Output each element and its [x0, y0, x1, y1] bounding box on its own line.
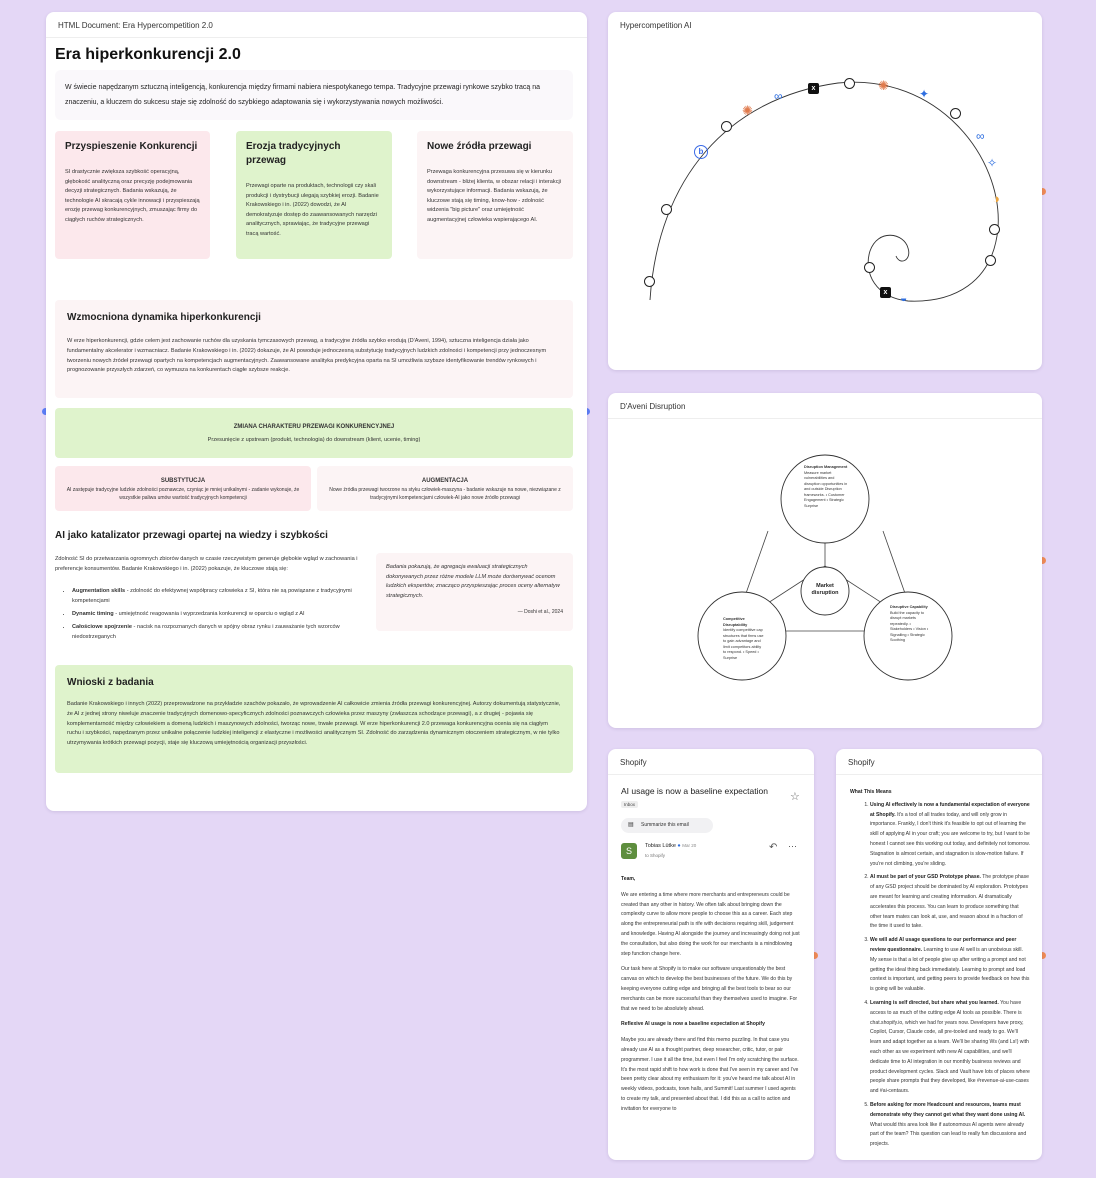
list-item: We will add AI usage questions to our pe… — [870, 936, 1030, 995]
connector-handle-left[interactable] — [42, 408, 49, 415]
augmentation-title: AUGMENTACJA — [421, 478, 469, 484]
dynamics-body: W erze hiperkonkurencji, gdzie celem jes… — [67, 338, 547, 374]
list-item: Augmentation skills - zdolność do efekty… — [72, 586, 362, 606]
dynamics-title: Wzmocniona dynamika hiperkonkurencji — [67, 312, 261, 323]
catalyst-title: AI jako katalizator przewagi opartej na … — [55, 530, 328, 541]
dynamics-section: Wzmocniona dynamika hiperkonkurencji W e… — [55, 300, 573, 398]
star-icon[interactable]: ☆ — [790, 791, 800, 803]
list-item: Before asking for more Headcount and res… — [870, 1101, 1030, 1150]
list-item: Całościowe spojrzenie - nacisk na rozpoz… — [72, 622, 362, 642]
openai-icon — [644, 276, 655, 287]
card-title: Shopify — [836, 749, 1042, 775]
card-acceleration: Przyspieszenie Konkurencji SI drastyczni… — [55, 131, 210, 259]
card-erosion-body: Przewagi oparte na produktach, technolog… — [246, 183, 379, 237]
openai-icon — [985, 255, 996, 266]
claude-icon: ✺ — [878, 78, 889, 93]
shopify-avatar: S — [621, 843, 637, 859]
memo-body: What This Means Using AI effectively is … — [850, 788, 1030, 1154]
meta-icon: ∞ — [774, 89, 783, 103]
conclusions-section: Wnioski z badania Badanie Krakowskiego i… — [55, 665, 573, 773]
sparkle-icon: ▤ — [628, 822, 634, 828]
reply-icon[interactable]: ↶ — [769, 842, 778, 853]
card-acceleration-title: Przyspieszenie Konkurencji — [65, 141, 198, 152]
page-title: Era hiperkonkurencji 2.0 — [55, 46, 241, 63]
conclusions-title: Wnioski z badania — [67, 677, 154, 688]
sender-name: Tobias Lütke ● Mar 20 — [645, 843, 697, 849]
quote-text: Badania pokazują, że agregacja ewaluacji… — [386, 564, 560, 599]
gemini-icon: ✦ — [919, 87, 930, 101]
connector-handle-shop2[interactable] — [1039, 952, 1046, 959]
shopify-email-card[interactable]: Shopify AI usage is now a baseline expec… — [608, 749, 814, 1160]
x-ai-icon: x — [880, 287, 891, 298]
inbox-tag[interactable]: Inbox — [621, 801, 639, 808]
list-item: Using AI effectively is now a fundamenta… — [870, 801, 1030, 870]
gemini-icon: ✧ — [987, 156, 998, 170]
substitution-box: SUBSTYTUCJA AI zastępuje tradycyjne ludz… — [55, 466, 311, 511]
openai-icon — [661, 204, 672, 215]
card-erosion: Erozja tradycyjnych przewag Przewagi opa… — [236, 131, 392, 259]
intro-text: W świecie napędzanym sztuczną inteligenc… — [55, 70, 573, 120]
market-disruption-label: Market disruption — [811, 583, 839, 596]
claude-icon: ✺ — [742, 103, 753, 118]
more-icon[interactable]: ⋯ — [788, 841, 797, 851]
list-item: Dynamic timing - umiejętność reagowania … — [72, 609, 362, 619]
card-title: Shopify — [608, 749, 814, 775]
bing-icon: b — [694, 145, 708, 159]
openai-icon — [989, 224, 1000, 235]
change-banner: ZMIANA CHARAKTERU PRZEWAGI KONKURENCYJNE… — [55, 408, 573, 458]
spiral-diagram — [649, 81, 999, 302]
connector-handle-shop1[interactable] — [811, 952, 818, 959]
deepseek-icon: ◒ — [900, 291, 908, 305]
openai-icon — [950, 108, 961, 119]
card-new-sources-title: Nowe źródła przewagi — [427, 141, 532, 152]
openai-icon — [844, 78, 855, 89]
card-new-sources: Nowe źródła przewagi Przewaga konkurency… — [417, 131, 573, 259]
daveni-disruption-card[interactable]: D'Aveni Disruption Market disruption Dis… — [608, 393, 1042, 728]
quote-source: — Doshi et al., 2024 — [517, 609, 563, 615]
substitution-body: AI zastępuje tradycyjne ludzkie zdolnośc… — [66, 487, 300, 501]
augmentation-box: AUGMENTACJA Nowe źródła przewagi tworzon… — [317, 466, 573, 511]
connector-handle-spiral[interactable] — [1039, 188, 1046, 195]
card-erosion-title: Erozja tradycyjnych przewag — [246, 141, 341, 166]
html-document-card[interactable]: HTML Document: Era Hypercompetition 2.0 … — [46, 12, 587, 811]
card-new-sources-body: Przewaga konkurencyjna przesuwa się w ki… — [427, 169, 561, 223]
change-title: ZMIANA CHARAKTERU PRZEWAGI KONKURENCYJNE… — [233, 424, 395, 430]
shopify-memo-card[interactable]: Shopify What This Means Using AI effecti… — [836, 749, 1042, 1160]
openai-icon — [721, 121, 732, 132]
recipient: to Shopify — [645, 853, 666, 858]
connector-handle-daveni[interactable] — [1039, 557, 1046, 564]
list-item: AI must be part of your GSD Prototype ph… — [870, 873, 1030, 932]
quote-box: Badania pokazują, że agregacja ewaluacji… — [376, 553, 573, 631]
x-ai-icon: x — [808, 83, 819, 94]
meta-icon: ∞ — [976, 129, 985, 143]
list-item: Learning is self directed, but share wha… — [870, 999, 1030, 1097]
venn-diagram — [697, 454, 953, 681]
card-title: D'Aveni Disruption — [608, 393, 1042, 419]
hypercompetition-ai-card[interactable]: Hypercompetition AI b ✺ ∞ x ✺ ✦ ∞ ✧ ◑ x … — [608, 12, 1042, 370]
spiral-path — [649, 81, 999, 302]
summarize-button[interactable]: ▤ Summarize this email — [621, 818, 713, 833]
augmentation-body: Nowe źródła przewagi tworzone na styku c… — [329, 487, 561, 501]
card-title: HTML Document: Era Hypercompetition 2.0 — [46, 12, 587, 38]
change-body: Przesunięcie z upstream (produkt, techno… — [207, 437, 421, 443]
email-subject: AI usage is now a baseline expectation — [621, 786, 768, 796]
card-title: Hypercompetition AI — [620, 21, 692, 30]
conclusions-body: Badanie Krakowskiego i innych (2022) prz… — [67, 701, 561, 747]
email-body: Team, We are entering a time where more … — [621, 876, 800, 1112]
catalyst-list: Augmentation skills - zdolność do efekty… — [72, 586, 362, 642]
substitution-title: SUBSTYTUCJA — [160, 478, 206, 484]
card-acceleration-body: SI drastycznie zwiększa szybkość operacy… — [65, 169, 200, 223]
catalyst-body: Zdolność SI do przetwarzania ogromnych z… — [55, 556, 358, 572]
mistral-icon: ◑ — [992, 191, 1000, 206]
openai-icon — [864, 262, 875, 273]
